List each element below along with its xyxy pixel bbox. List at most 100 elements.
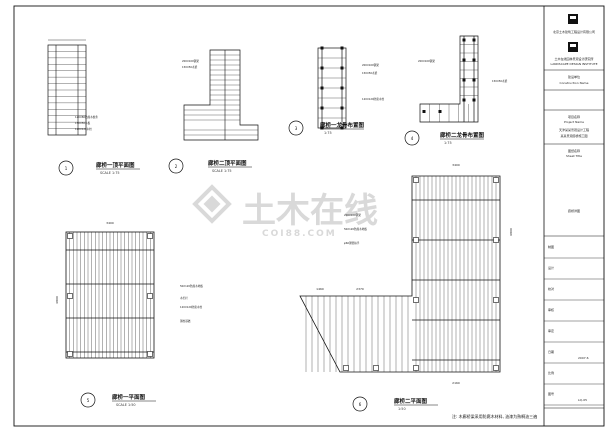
v2-anno-2: 150X50木梁 [182, 65, 198, 69]
view-number-circle [288, 120, 304, 136]
view-number: 1 [65, 166, 68, 171]
view-4-keel-plan: 200X100钢梁 150X50木梁 [418, 35, 508, 123]
v5-anno-1: 50X120防腐木地板 [180, 284, 203, 288]
post-marker [147, 233, 153, 239]
v5-anno-2: 木栏杆 [180, 296, 188, 300]
company-name-2: 土木在线园林景观设计研究所 [554, 56, 593, 61]
construction-unit-en: Construction Name [560, 81, 589, 85]
v6-dim-bottom: 2160 [452, 381, 460, 385]
drawing-name-value: 廊桥详图 [568, 208, 580, 213]
v3-anno-3: 120X120防腐木柱 [362, 97, 384, 101]
post-marker [462, 38, 466, 42]
drawing-name-en: Sheet Title [566, 154, 582, 158]
view-scale: 1:75 [444, 141, 452, 145]
post-marker [320, 46, 324, 50]
title-row-label: 设计 [548, 265, 554, 270]
v5-anno-4: 钢柱基础 [180, 319, 191, 323]
v5-dim-height: 4800 [55, 296, 59, 304]
view-6-deck-plan: 3400 6800 1460 2370 2160 200X100钢梁 50X12… [299, 163, 513, 385]
view-number: 2 [175, 164, 178, 169]
v6-anno-1: 200X100钢梁 [344, 213, 361, 217]
v5-dim-width: 3400 [106, 221, 114, 225]
view-number-circle [80, 392, 96, 408]
v4-anno-2: 150X50木梁 [492, 79, 508, 83]
view-title: 廊桥一龙骨布置图 [320, 121, 365, 129]
post-marker [320, 66, 324, 70]
v1-anno-3: 120X120木柱 [75, 127, 92, 131]
v6-dim-top: 3400 [452, 163, 460, 167]
view-title: 廊桥一顶平面图 [96, 161, 135, 169]
view-number-circle [168, 158, 184, 174]
post-marker [438, 110, 442, 113]
title-row-label: 审核 [548, 307, 554, 312]
post-marker [340, 106, 344, 110]
view-title: 廊桥二龙骨布置图 [440, 131, 485, 139]
v3-anno-2: 150X50木梁 [362, 71, 378, 75]
v3-anno-1: 200X100钢梁 [362, 63, 379, 67]
post-marker [462, 78, 466, 82]
project-name-label: 项目名称 [568, 114, 580, 119]
v5-anno-3: 120X120防腐木柱 [180, 305, 202, 309]
post-marker [340, 126, 344, 130]
v2-anno-1: 200X100钢梁 [182, 59, 199, 63]
post-marker [340, 46, 344, 50]
view-scale: 1:50 [398, 407, 406, 411]
post-marker [462, 58, 466, 62]
project-name-value: 天津某某景观设计工程 [559, 127, 589, 132]
v6-dim-left: 1460 [316, 287, 324, 291]
title-row-value: LQ-05 [578, 398, 587, 402]
post-marker [67, 293, 73, 299]
view-2-roof-plan: 200X100钢梁 150X50木梁 [182, 49, 259, 141]
construction-unit-label: 建设单位 [568, 74, 580, 79]
post-marker [147, 351, 153, 357]
v1-anno-2: 150X50木板 [75, 121, 91, 125]
v6-dim-right: 6800 [509, 228, 513, 236]
title-row-value: 2007.6 [578, 356, 589, 360]
v4-anno-1: 200X100钢梁 [418, 59, 435, 63]
post-marker [340, 66, 344, 70]
sheet-border [13, 5, 605, 427]
view-scale: 1:75 [324, 131, 332, 135]
view-title: 廊桥二顶平面图 [208, 159, 247, 167]
title-row-label: 校对 [548, 286, 554, 291]
post-marker [413, 237, 419, 243]
post-marker [493, 365, 499, 371]
post-marker [493, 177, 499, 183]
post-marker [472, 98, 476, 102]
view-title: 廊桥二平面图 [394, 397, 428, 405]
post-marker [67, 351, 73, 357]
company-name: 北京土木建筑工程设计有限公司 [553, 29, 595, 34]
view-scale: SCALE 1:75 [212, 169, 232, 173]
post-marker [147, 293, 153, 299]
company-name-en: LANDSCAPE DESIGN INSTITUTE [550, 62, 597, 66]
sheet-note: 注: 木廊桥梁采用防腐木材料, 油漆为熟桐油三遍 [452, 413, 537, 419]
view-number: 6 [359, 402, 362, 407]
post-marker [413, 297, 419, 303]
view-number-circle [404, 130, 420, 146]
post-marker [320, 126, 324, 130]
post-marker [472, 38, 476, 42]
post-marker [413, 177, 419, 183]
post-marker [343, 365, 349, 371]
project-name-en: Project Name [564, 120, 584, 124]
v6-dim-mid: 2370 [356, 287, 364, 291]
post-marker [422, 110, 426, 113]
title-row-label: 比例 [548, 370, 554, 375]
watermark: 土木在线 COI88.COM [192, 184, 378, 239]
v1-anno-1: 120X80防腐木檩条 [75, 115, 98, 119]
post-marker [320, 86, 324, 90]
view-3-keel-plan: 200X100钢梁 150X50木梁 120X120防腐木柱 [317, 46, 384, 130]
view-number: 4 [411, 136, 414, 141]
view-1-roof-plan: 120X80防腐木檩条 150X50木板 120X120木柱 [47, 39, 98, 136]
view-number-circle [58, 160, 74, 176]
v6-anno-3: φ60钢管扶手 [344, 241, 360, 245]
company-logo [568, 14, 578, 52]
view-number-circle [352, 396, 368, 412]
post-marker [340, 86, 344, 90]
post-marker [67, 233, 73, 239]
drawing-name-label: 图纸名称 [568, 148, 580, 153]
title-row-label: 日期 [548, 349, 554, 354]
post-marker [493, 237, 499, 243]
view-number: 5 [87, 398, 90, 403]
